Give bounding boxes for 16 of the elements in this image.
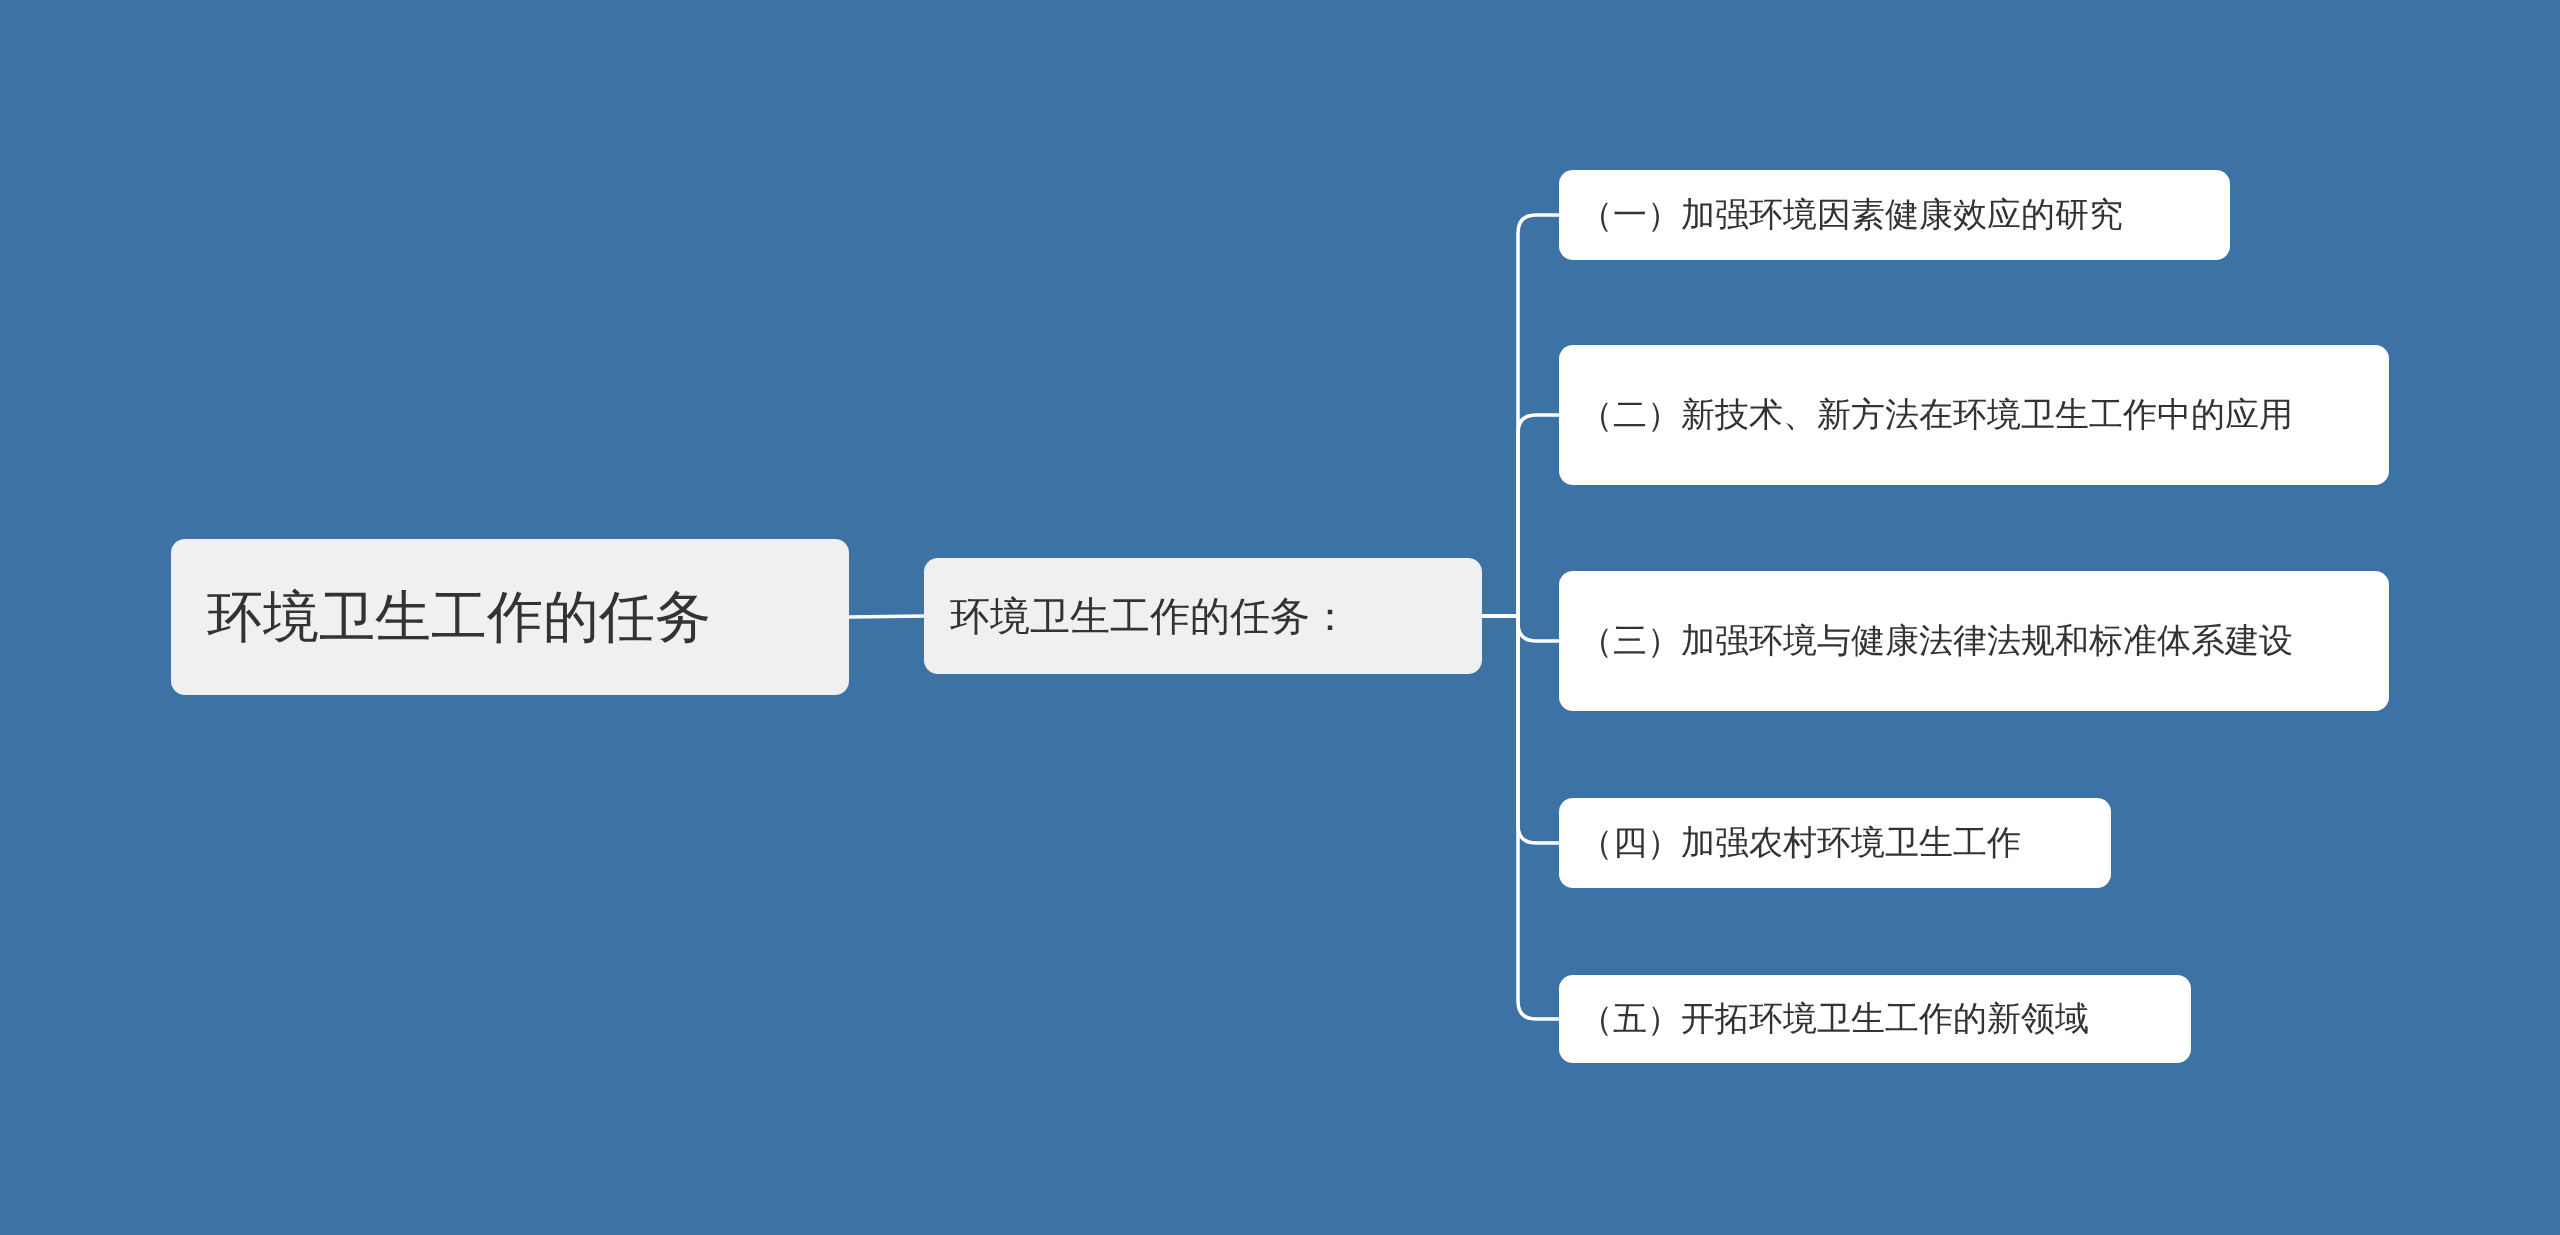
topic-text: （三）加强环境与健康法律法规和标准体系建设 <box>1579 619 2293 663</box>
topic-box <box>924 558 1482 674</box>
topic-box <box>1559 170 2230 260</box>
topic-box <box>1559 798 2111 888</box>
topic-text: （二）新技术、新方法在环境卫生工作中的应用 <box>1579 393 2293 437</box>
connector-line <box>1482 614 1559 1021</box>
topic-box <box>1559 571 2389 711</box>
topic-box <box>1559 345 2389 485</box>
topic-text: 环境卫生工作的任务 <box>207 583 711 652</box>
connector-line <box>848 614 925 619</box>
topic-text: （一）加强环境因素健康效应的研究 <box>1579 193 2123 237</box>
topic-text: （五）开拓环境卫生工作的新领域 <box>1579 997 2089 1041</box>
topic-text: 环境卫生工作的任务： <box>950 592 1350 641</box>
topic-text: （四）加强农村环境卫生工作 <box>1579 821 2021 865</box>
topic-box <box>171 539 849 695</box>
topic-box <box>1559 975 2191 1063</box>
